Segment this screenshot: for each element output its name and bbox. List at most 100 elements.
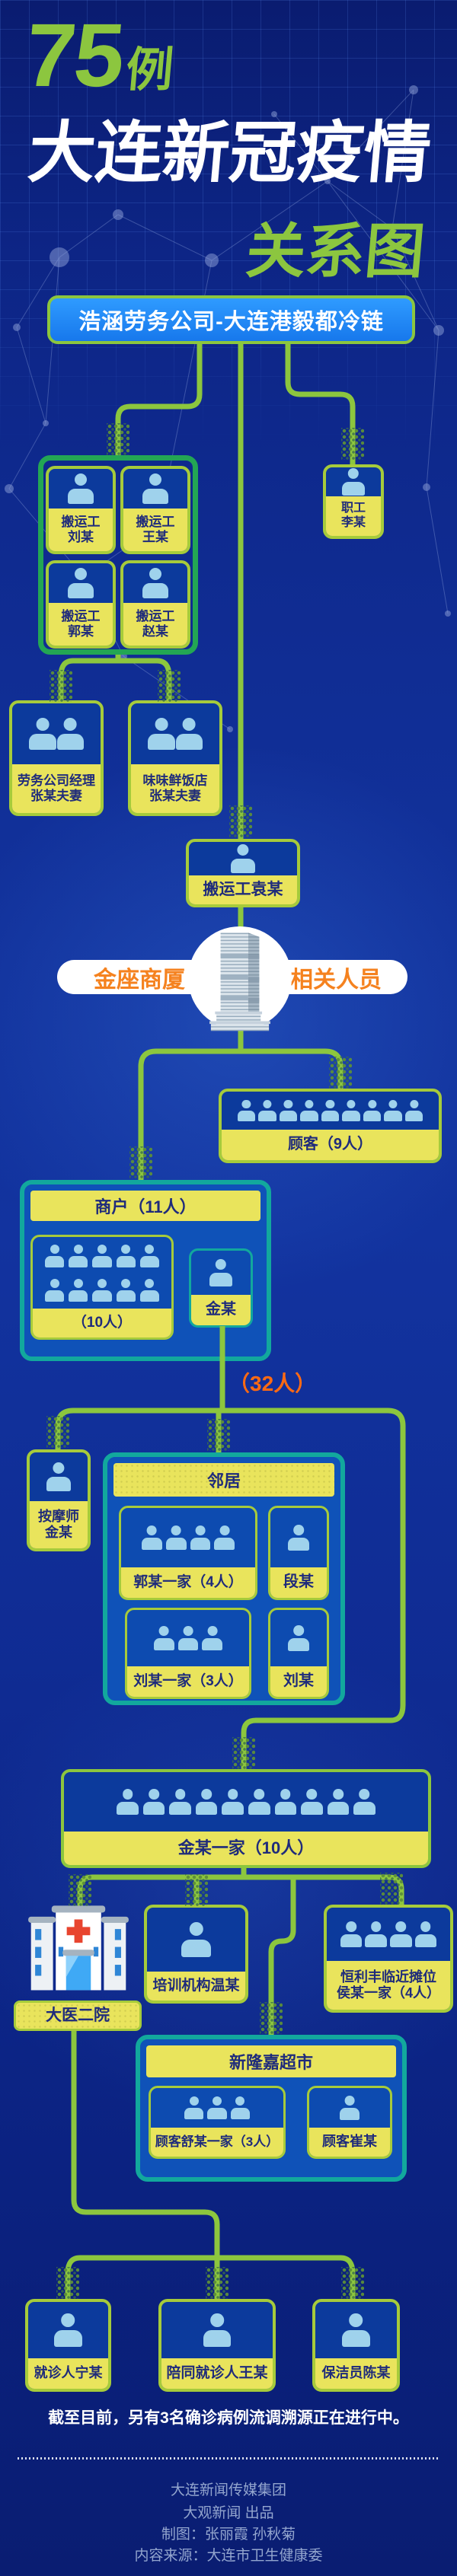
person-icon bbox=[165, 1526, 187, 1550]
jin-family-label: 金某一家（10人） bbox=[177, 1838, 315, 1858]
person-icon bbox=[190, 1526, 211, 1550]
dotted-arrow-decoration bbox=[229, 805, 252, 837]
dotted-arrow-decoration bbox=[56, 2267, 79, 2299]
supermarket-shu-family-card: 顾客舒某一家（3人） bbox=[149, 2086, 286, 2159]
worker-card-wang: 搬运工 王某 bbox=[120, 466, 190, 554]
porter-label: 搬运工袁某 bbox=[203, 880, 283, 898]
worker-name: 刘某 bbox=[68, 530, 94, 544]
footer-line-producer: 大观新闻 出品 bbox=[183, 2505, 274, 2521]
person-icon bbox=[287, 1525, 310, 1551]
person-icon bbox=[279, 1100, 298, 1121]
person-icons bbox=[191, 1251, 251, 1295]
dotted-arrow-decoration bbox=[185, 1874, 208, 1906]
background-grid bbox=[0, 0, 457, 449]
patient-companion-wang-card: 陪同就诊人王某 bbox=[158, 2299, 276, 2392]
merchant-jin-card: 金某 bbox=[189, 1248, 253, 1328]
person-icon bbox=[139, 1245, 160, 1267]
person-icon bbox=[116, 1245, 136, 1267]
neighbor-liu-card: 刘某 bbox=[268, 1608, 329, 1699]
dotted-arrow-decoration bbox=[341, 428, 364, 460]
person-icon bbox=[68, 568, 94, 598]
staff-card-li: 职工 李某 bbox=[323, 464, 384, 539]
person-icons bbox=[189, 842, 297, 875]
stall-hou-family-card: 恒利丰临近摊位 侯某一家（4人） bbox=[324, 1905, 453, 2013]
person-icons bbox=[147, 1908, 245, 1972]
dotted-arrow-decoration bbox=[207, 1419, 230, 1451]
person-icon bbox=[45, 1245, 65, 1267]
person-icon bbox=[341, 468, 366, 496]
neighbor-guo-label: 郭某一家（4人） bbox=[133, 1573, 243, 1590]
status-note: 截至目前，另有3名确诊病例流调溯源正在进行中。 bbox=[48, 2409, 409, 2427]
person-icon bbox=[116, 1279, 136, 1302]
patient-label: 保洁员陈某 bbox=[321, 2365, 391, 2381]
person-icon bbox=[207, 2096, 227, 2119]
person-icon bbox=[181, 1922, 211, 1957]
worker-role: 搬运工 bbox=[61, 608, 101, 623]
person-icons bbox=[64, 1772, 428, 1832]
worker-role: 搬运工 bbox=[61, 514, 101, 529]
person-icon bbox=[248, 1789, 270, 1815]
merchant-jin-label: 金某 bbox=[206, 1301, 236, 1318]
person-icons bbox=[30, 1452, 88, 1501]
person-icon bbox=[202, 1626, 223, 1650]
merchants-ten-label: （10人） bbox=[72, 1314, 133, 1331]
person-icons bbox=[326, 467, 381, 496]
staff-role: 职工 bbox=[340, 502, 366, 515]
person-icon bbox=[148, 718, 175, 750]
person-icon bbox=[214, 1526, 235, 1550]
person-icon bbox=[177, 1626, 199, 1650]
person-icon bbox=[68, 473, 94, 504]
person-icon bbox=[142, 568, 168, 598]
person-icons bbox=[121, 1508, 255, 1567]
person-icons bbox=[161, 2302, 273, 2358]
person-icon bbox=[342, 2313, 370, 2347]
masseur-line1: 按摩师 bbox=[38, 1508, 79, 1524]
training-wen-card: 培训机构温某 bbox=[144, 1905, 248, 2004]
worker-card-guo: 搬运工 郭某 bbox=[46, 560, 116, 649]
training-label: 培训机构温某 bbox=[152, 1977, 240, 1994]
person-icon bbox=[139, 1279, 160, 1302]
person-icon bbox=[175, 718, 203, 750]
worker-role: 搬运工 bbox=[136, 608, 175, 623]
person-icon bbox=[153, 1626, 174, 1650]
footer-line-source: 内容来源：大连市卫生健康委 bbox=[134, 2548, 323, 2564]
dotted-arrow-decoration bbox=[50, 670, 72, 702]
supermarket-cui-card: 顾客崔某 bbox=[307, 2086, 392, 2159]
person-icon bbox=[54, 2313, 82, 2347]
porter-yuan-card: 搬运工袁某 bbox=[186, 839, 300, 907]
person-icon bbox=[340, 1921, 363, 1947]
neighbor-liu-label: 刘某 bbox=[283, 1672, 314, 1690]
merchants-ten-card: （10人） bbox=[30, 1235, 174, 1340]
person-icon bbox=[222, 1789, 244, 1815]
supermarket-header: 新隆嘉超市 bbox=[146, 2045, 396, 2077]
person-icon bbox=[117, 1789, 139, 1815]
person-icon bbox=[203, 2313, 232, 2347]
neighbor-guo-family-card: 郭某一家（4人） bbox=[119, 1506, 257, 1600]
couple-card-restaurant: 味味鲜饭店 张某夫妻 bbox=[128, 700, 222, 816]
couple-line2: 张某夫妻 bbox=[30, 789, 82, 803]
person-icon bbox=[142, 1789, 165, 1815]
person-icon bbox=[274, 1789, 297, 1815]
person-icons bbox=[270, 1508, 327, 1567]
footer-line-media-group: 大连新闻传媒集团 bbox=[170, 2482, 286, 2498]
patient-label: 就诊人宁某 bbox=[34, 2365, 103, 2381]
neighbor-duan-card: 段某 bbox=[268, 1506, 329, 1600]
dotted-arrow-decoration bbox=[129, 1146, 152, 1178]
person-icon bbox=[390, 1921, 412, 1947]
neighbor-duan-label: 段某 bbox=[283, 1573, 314, 1591]
neighbor-liu-family-card: 刘某一家（3人） bbox=[125, 1608, 251, 1699]
couple-line1: 味味鲜饭店 bbox=[142, 773, 208, 788]
person-icon bbox=[365, 1921, 387, 1947]
person-icons bbox=[327, 1908, 450, 1961]
couple-card-manager: 劳务公司经理 张某夫妻 bbox=[9, 700, 104, 816]
customers-nine-card: 顾客（9人） bbox=[219, 1089, 442, 1163]
staff-name: 李某 bbox=[340, 516, 366, 529]
supermarket-cui-label: 顾客崔某 bbox=[322, 2134, 377, 2150]
worker-group-frame bbox=[38, 455, 198, 655]
person-icon bbox=[231, 844, 255, 873]
person-icons bbox=[222, 1092, 439, 1130]
masseur-line2: 金某 bbox=[45, 1525, 72, 1540]
person-icon bbox=[321, 1100, 340, 1121]
dotted-arrow-decoration bbox=[260, 2002, 283, 2034]
person-icon bbox=[56, 718, 85, 750]
